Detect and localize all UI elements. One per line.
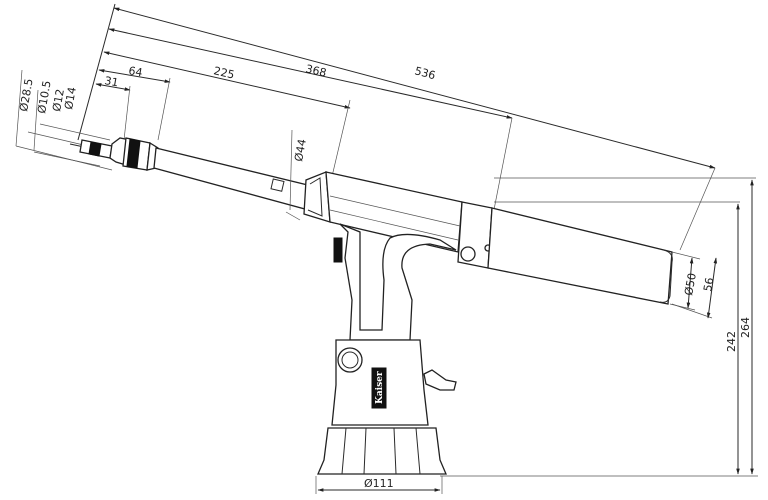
height-dims: 242 264 (440, 177, 758, 477)
dim-d28-5: Ø28.5 (17, 78, 36, 113)
base-foot (317, 427, 447, 475)
rivet-tool: Kaiser (69, 137, 673, 475)
dim-d111: Ø111 (364, 477, 394, 490)
dim-368: 368 (304, 62, 327, 79)
dim-242: 242 (725, 331, 738, 352)
dim-d50: Ø50 (682, 272, 699, 297)
air-inlet (423, 369, 457, 391)
length-labels: 536 368 225 64 31 (103, 62, 436, 89)
brand-label: Kaiser (375, 371, 385, 404)
dim-d14: Ø14 (62, 86, 79, 111)
brand-plate (371, 367, 387, 409)
dim-d10-5: Ø10.5 (35, 80, 54, 115)
dim-31: 31 (103, 74, 119, 89)
dim-536: 536 (413, 64, 437, 82)
base-diameter-dim: Ø111 (315, 476, 443, 494)
head-diameter-dim: Ø44 (285, 129, 309, 221)
handle-grip (339, 223, 457, 341)
dim-d44: Ø44 (292, 138, 309, 163)
dim-64: 64 (127, 64, 143, 79)
dim-d12: Ø12 (50, 88, 67, 113)
housing (325, 171, 463, 253)
dim-264: 264 (739, 317, 752, 338)
nozzle (69, 137, 159, 171)
dim-56: 56 (701, 276, 716, 292)
dim-225: 225 (212, 64, 235, 81)
cylinder-dims: Ø50 56 (669, 251, 718, 319)
air-cylinder (487, 207, 673, 305)
length-dimension-lines (77, 3, 716, 251)
nozzle-diameter-dims: Ø28.5 Ø10.5 Ø12 Ø14 (15, 69, 113, 171)
